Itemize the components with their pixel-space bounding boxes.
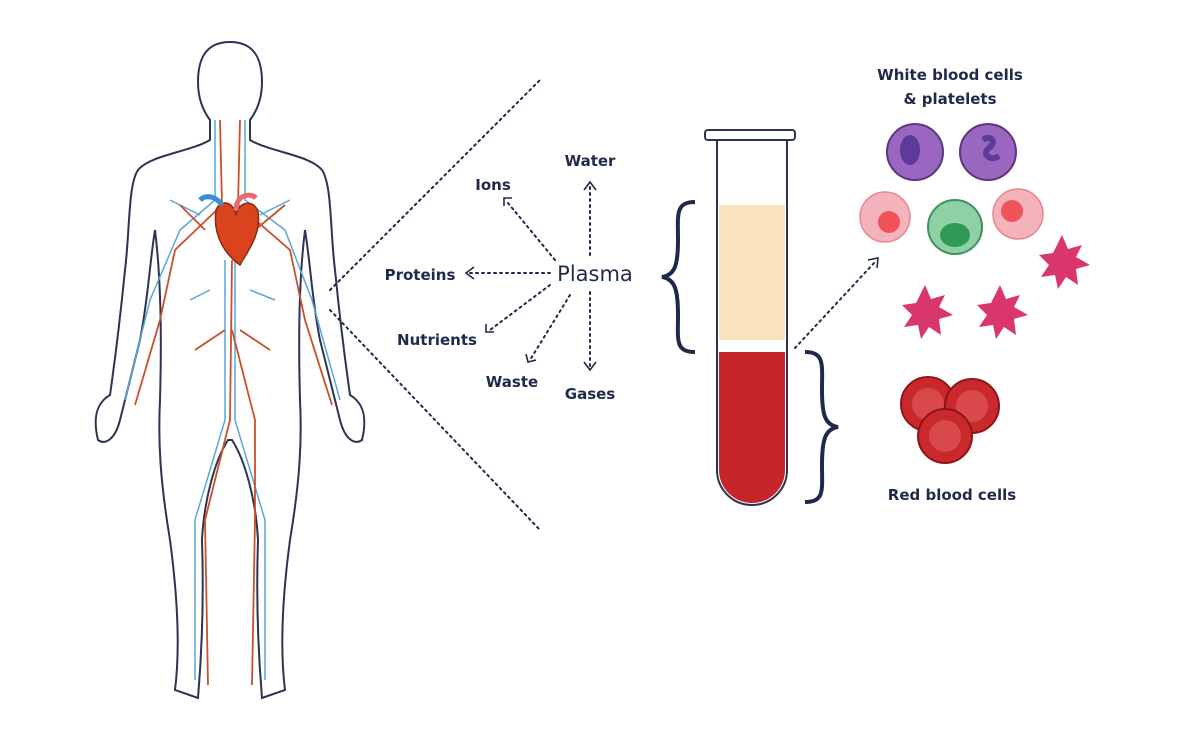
plasma-arrows bbox=[464, 180, 597, 372]
plasma-brace bbox=[661, 200, 696, 354]
red-cell-brace bbox=[804, 350, 839, 504]
label-nutrients: Nutrients bbox=[397, 331, 477, 349]
test-tube bbox=[704, 129, 796, 506]
cells-arrow bbox=[794, 261, 876, 349]
human-body-figure bbox=[94, 41, 366, 700]
arteries bbox=[134, 119, 333, 686]
label-waste: Waste bbox=[486, 373, 538, 391]
label-proteins: Proteins bbox=[385, 266, 456, 284]
white-cells-title-line1: White blood cells bbox=[877, 66, 1023, 84]
zoom-line-top bbox=[329, 79, 541, 291]
red-blood-cells bbox=[900, 376, 1000, 464]
label-water: Water bbox=[565, 152, 616, 170]
zoom-line-bottom bbox=[329, 309, 541, 531]
red-cells-title: Red blood cells bbox=[888, 486, 1016, 504]
platelets bbox=[902, 235, 1090, 339]
heart-icon bbox=[198, 192, 260, 267]
label-gases: Gases bbox=[565, 385, 616, 403]
label-ions: Ions bbox=[475, 176, 511, 194]
white-blood-cells bbox=[859, 123, 1044, 255]
label-plasma: Plasma bbox=[557, 262, 633, 286]
veins bbox=[124, 120, 341, 680]
white-cells-title-line2: & platelets bbox=[903, 90, 996, 108]
